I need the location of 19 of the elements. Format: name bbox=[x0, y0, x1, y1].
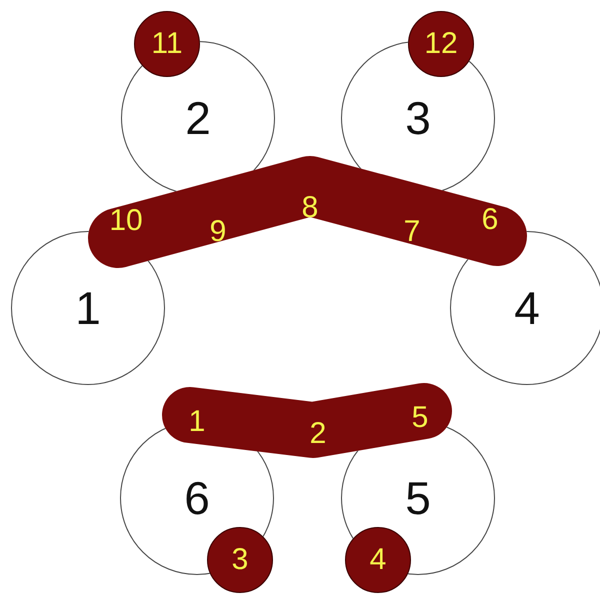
circle-number: 5 bbox=[405, 475, 431, 521]
seat-circle bbox=[11, 231, 165, 385]
position-number: 5 bbox=[412, 403, 428, 433]
position-number: 1 bbox=[188, 407, 206, 437]
position-number: 10 bbox=[109, 206, 143, 236]
position-number: 3 bbox=[232, 545, 248, 575]
circle-number: 4 bbox=[514, 285, 540, 331]
position-number: 9 bbox=[210, 217, 226, 247]
position-number: 8 bbox=[302, 193, 318, 223]
circle-number: 3 bbox=[405, 95, 431, 141]
position-number: 11 bbox=[151, 29, 183, 59]
position-number: 7 bbox=[404, 217, 420, 247]
position-number: 6 bbox=[482, 205, 498, 235]
circle-number: 2 bbox=[185, 95, 211, 141]
circle-number: 1 bbox=[75, 285, 101, 331]
position-number: 2 bbox=[310, 419, 326, 449]
position-number: 4 bbox=[370, 545, 386, 575]
position-number: 12 bbox=[424, 29, 458, 59]
circle-number: 6 bbox=[184, 475, 210, 521]
